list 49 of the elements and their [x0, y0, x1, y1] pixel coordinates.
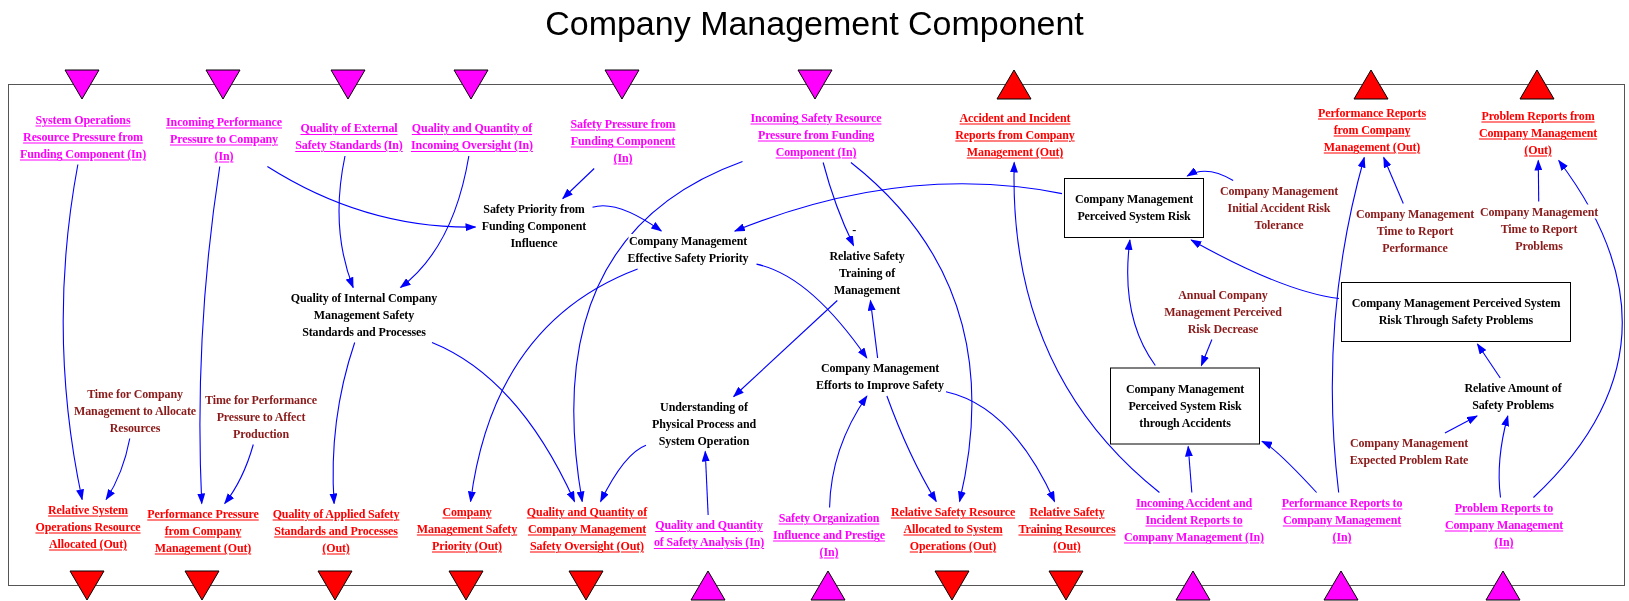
component-frame	[8, 84, 1625, 586]
stock-label: Company Management Perceived System Risk Through Safety Problems	[1350, 295, 1562, 329]
input-variable-label: Quality of External Safety Standards (In)	[293, 120, 405, 154]
arrow	[399, 155, 470, 289]
arrow	[1010, 161, 1160, 494]
arrow	[850, 161, 973, 503]
arrow	[600, 444, 647, 503]
stock-box	[1110, 367, 1260, 445]
arrow	[591, 205, 663, 232]
arrow	[562, 167, 595, 200]
arrow	[338, 155, 354, 289]
arrow	[1476, 343, 1501, 379]
arrow	[1534, 159, 1543, 203]
arrow	[224, 443, 254, 505]
arrow	[1331, 156, 1366, 494]
arrow	[1261, 440, 1318, 494]
arrow	[732, 299, 838, 398]
arrow	[701, 450, 710, 516]
stock-label: Company Management Perceived System Risk	[1073, 191, 1195, 225]
arrow	[755, 263, 868, 359]
stock-box	[1341, 282, 1571, 342]
arrow	[1186, 167, 1234, 182]
arrow	[1383, 156, 1404, 205]
arrow	[1124, 239, 1156, 367]
input-variable-label: Quality and Quantity of Safety Analysis (In)	[652, 517, 766, 551]
stock-box	[1064, 178, 1204, 238]
diagram-title: Company Management Component	[545, 3, 1084, 44]
arrow	[266, 165, 477, 231]
arrow	[573, 160, 744, 503]
arrow	[945, 391, 1056, 503]
arrow	[867, 299, 879, 359]
arrow	[1498, 415, 1510, 499]
arrow	[822, 161, 855, 247]
arrow	[1444, 415, 1478, 434]
arrow	[1200, 338, 1213, 367]
arrow	[733, 183, 1063, 232]
arrow	[1190, 239, 1340, 300]
arrow	[829, 395, 868, 509]
arrow	[105, 437, 131, 501]
arrow	[197, 165, 221, 505]
stock-label: Company Management Perceived System Risk through Accidents	[1124, 380, 1246, 432]
arrow	[431, 341, 576, 503]
arrow	[886, 395, 937, 503]
arrow	[1185, 445, 1193, 494]
input-variable-label: Quality and Quantity of Incoming Oversight (In)	[409, 120, 535, 154]
arrow	[329, 341, 356, 505]
arrow	[1532, 159, 1623, 499]
arrow	[468, 268, 639, 503]
arrow	[62, 163, 85, 501]
